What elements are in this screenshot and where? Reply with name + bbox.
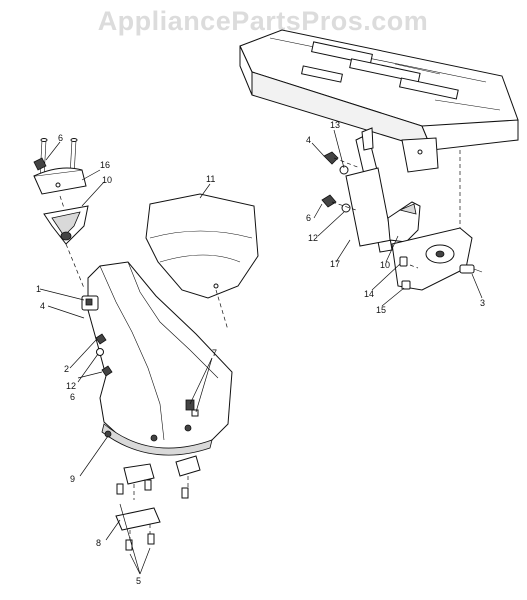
callout-12: 12 <box>308 233 318 243</box>
callout-1: 1 <box>36 284 41 294</box>
watermark: AppliancePartsPros.com <box>98 6 429 36</box>
callout-10: 10 <box>102 175 112 185</box>
leader-lines <box>39 129 483 575</box>
callout-6: 6 <box>58 133 63 143</box>
callout-17: 17 <box>330 259 340 269</box>
chute-shield <box>145 193 259 331</box>
callout-11: 11 <box>206 174 215 184</box>
callout-4: 4 <box>40 301 45 311</box>
callout-13: 13 <box>330 120 340 130</box>
cap-assembly <box>33 138 89 289</box>
callout-6: 6 <box>306 213 311 223</box>
callout-4: 4 <box>306 135 311 145</box>
callout-8: 8 <box>96 538 101 548</box>
callout-7: 7 <box>212 348 217 358</box>
right-bracket-assembly <box>321 127 483 291</box>
callout-3: 3 <box>480 298 485 308</box>
callout-9: 9 <box>70 474 75 484</box>
callout-12: 12 <box>66 381 76 391</box>
lower-clamps <box>115 455 201 551</box>
frame-housing <box>239 29 519 173</box>
callout-2: 2 <box>64 364 69 374</box>
discharge-chute <box>81 261 233 456</box>
callout-6: 6 <box>70 392 75 402</box>
callout-10: 10 <box>380 260 390 270</box>
callout-labels: 1 4 2 12 6 7 9 8 5 6 16 10 11 4 13 6 12 … <box>36 120 485 586</box>
callout-14: 14 <box>364 289 374 299</box>
callout-15: 15 <box>376 305 386 315</box>
callout-16: 16 <box>100 160 110 170</box>
screw-icon <box>116 479 189 551</box>
callout-5: 5 <box>136 576 141 586</box>
